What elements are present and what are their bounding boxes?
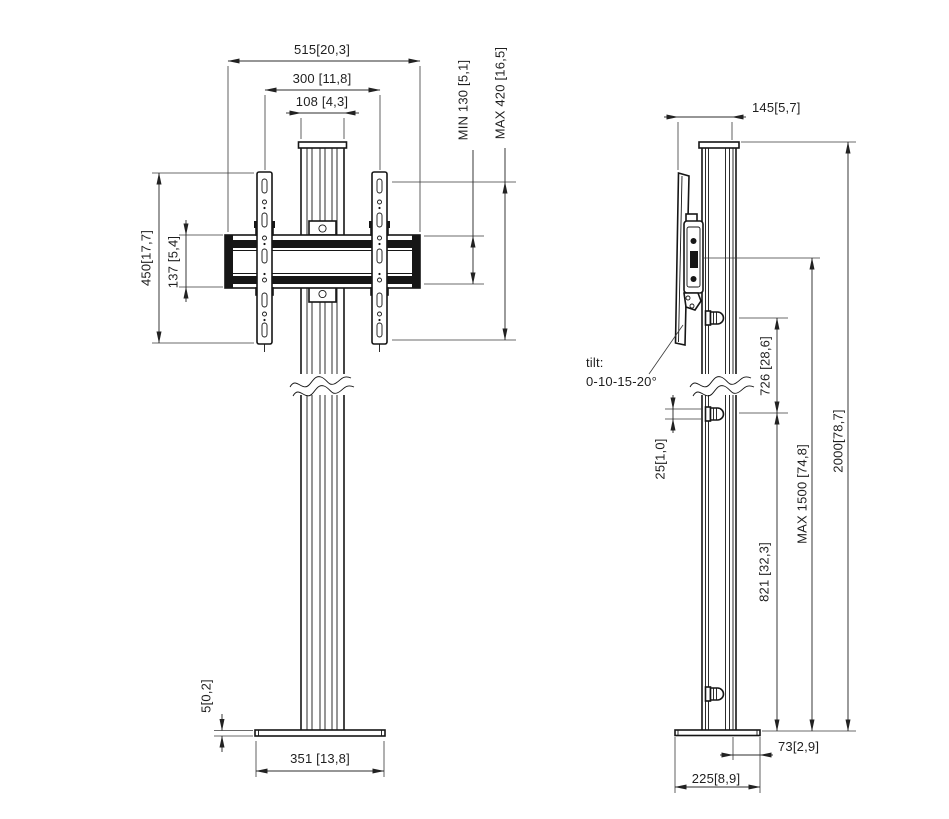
dim-2000: 2000[78,7] [741, 141, 856, 732]
side-knob-1 [704, 310, 725, 326]
bracket-hook-detail [683, 292, 702, 311]
dim-25-label: 25[1,0] [652, 438, 667, 479]
side-knob-3 [704, 686, 725, 702]
crossbar-end-cap-right [412, 235, 420, 288]
tilt-leader-line [648, 324, 684, 375]
dim-137-label: 137 [5,4] [165, 236, 180, 288]
dim-821: 821 [32,3] [756, 412, 780, 732]
dim-73-label: 73[2,9] [778, 739, 819, 754]
dim-726-label: 726 [28,6] [757, 336, 772, 396]
dim-450-label: 450[17,7] [138, 230, 153, 286]
side-tilt-bracket [683, 213, 704, 311]
side-column-break [689, 374, 755, 397]
dim-2000-label: 2000[78,7] [830, 409, 845, 472]
front-column-profile-lines [300, 148, 345, 730]
dim-515-label: 515[20,3] [294, 42, 350, 57]
front-base-plate [254, 729, 386, 737]
dim-73: 73[2,9] [720, 737, 819, 760]
dim-300: 300 [11,8] [264, 71, 381, 170]
strip-slots-right [376, 178, 383, 338]
dim-max420-label: MAX 420 [16,5] [492, 47, 507, 139]
dim-max420: MAX 420 [16,5] [392, 47, 516, 341]
dim-351-label: 351 [13,8] [290, 751, 350, 766]
side-knob-2 [704, 406, 725, 422]
front-crossbar [224, 227, 421, 296]
strip-slots-left [261, 178, 268, 338]
crossbar-bottom-rail [226, 276, 419, 284]
dim-max1500: MAX 1500 [74,8] [703, 257, 820, 732]
side-column-profile-lines [701, 148, 737, 730]
front-column [297, 141, 348, 730]
crossbar-top-rail [226, 240, 419, 248]
dim-351: 351 [13,8] [255, 741, 385, 777]
dim-108-label: 108 [4,3] [296, 94, 348, 109]
dim-137: 137 [5,4] [165, 220, 223, 302]
side-base-plate [674, 729, 761, 737]
dim-515: 515[20,3] [227, 42, 421, 232]
dim-300-label: 300 [11,8] [293, 71, 352, 86]
tilt-label-line2: 0-10-15-20° [586, 374, 657, 389]
side-column [698, 141, 740, 730]
dim-145-label: 145[5,7] [752, 100, 801, 115]
dim-821-label: 821 [32,3] [756, 542, 771, 602]
dim-max1500-label: MAX 1500 [74,8] [794, 444, 809, 544]
dim-225: 225[8,9] [674, 737, 761, 793]
front-view: 515[20,3] 300 [11,8] 108 [4,3] MIN 130 [… [138, 42, 516, 777]
crossbar-end-cap-left [225, 235, 233, 288]
dim-min130-label: MIN 130 [5,1] [455, 60, 470, 141]
tilt-annotation: tilt: 0-10-15-20° [586, 324, 684, 389]
front-column-break [289, 374, 355, 397]
front-clamp-bracket-top [308, 220, 337, 236]
tilt-label-line1: tilt: [586, 355, 604, 370]
dim-5-label: 5[0,2] [198, 679, 213, 713]
dim-25: 25[1,0] [652, 395, 703, 480]
dim-726: 726 [28,6] [739, 317, 788, 414]
side-column-cap [698, 141, 740, 149]
dim-min130: MIN 130 [5,1] [424, 60, 484, 285]
dim-5: 5[0,2] [198, 679, 253, 752]
front-vesa-strip-left [254, 171, 275, 352]
dim-225-label: 225[8,9] [692, 771, 741, 786]
front-clamp-bracket-bottom [308, 286, 337, 303]
front-column-cap [297, 141, 348, 149]
dim-108: 108 [4,3] [286, 94, 359, 139]
dim-450: 450[17,7] [138, 172, 254, 344]
dim-145: 145[5,7] [664, 100, 801, 170]
side-view: tilt: 0-10-15-20° 145[5,7] 2000[78,7] MA… [586, 100, 856, 793]
front-vesa-strip-right [369, 171, 390, 352]
